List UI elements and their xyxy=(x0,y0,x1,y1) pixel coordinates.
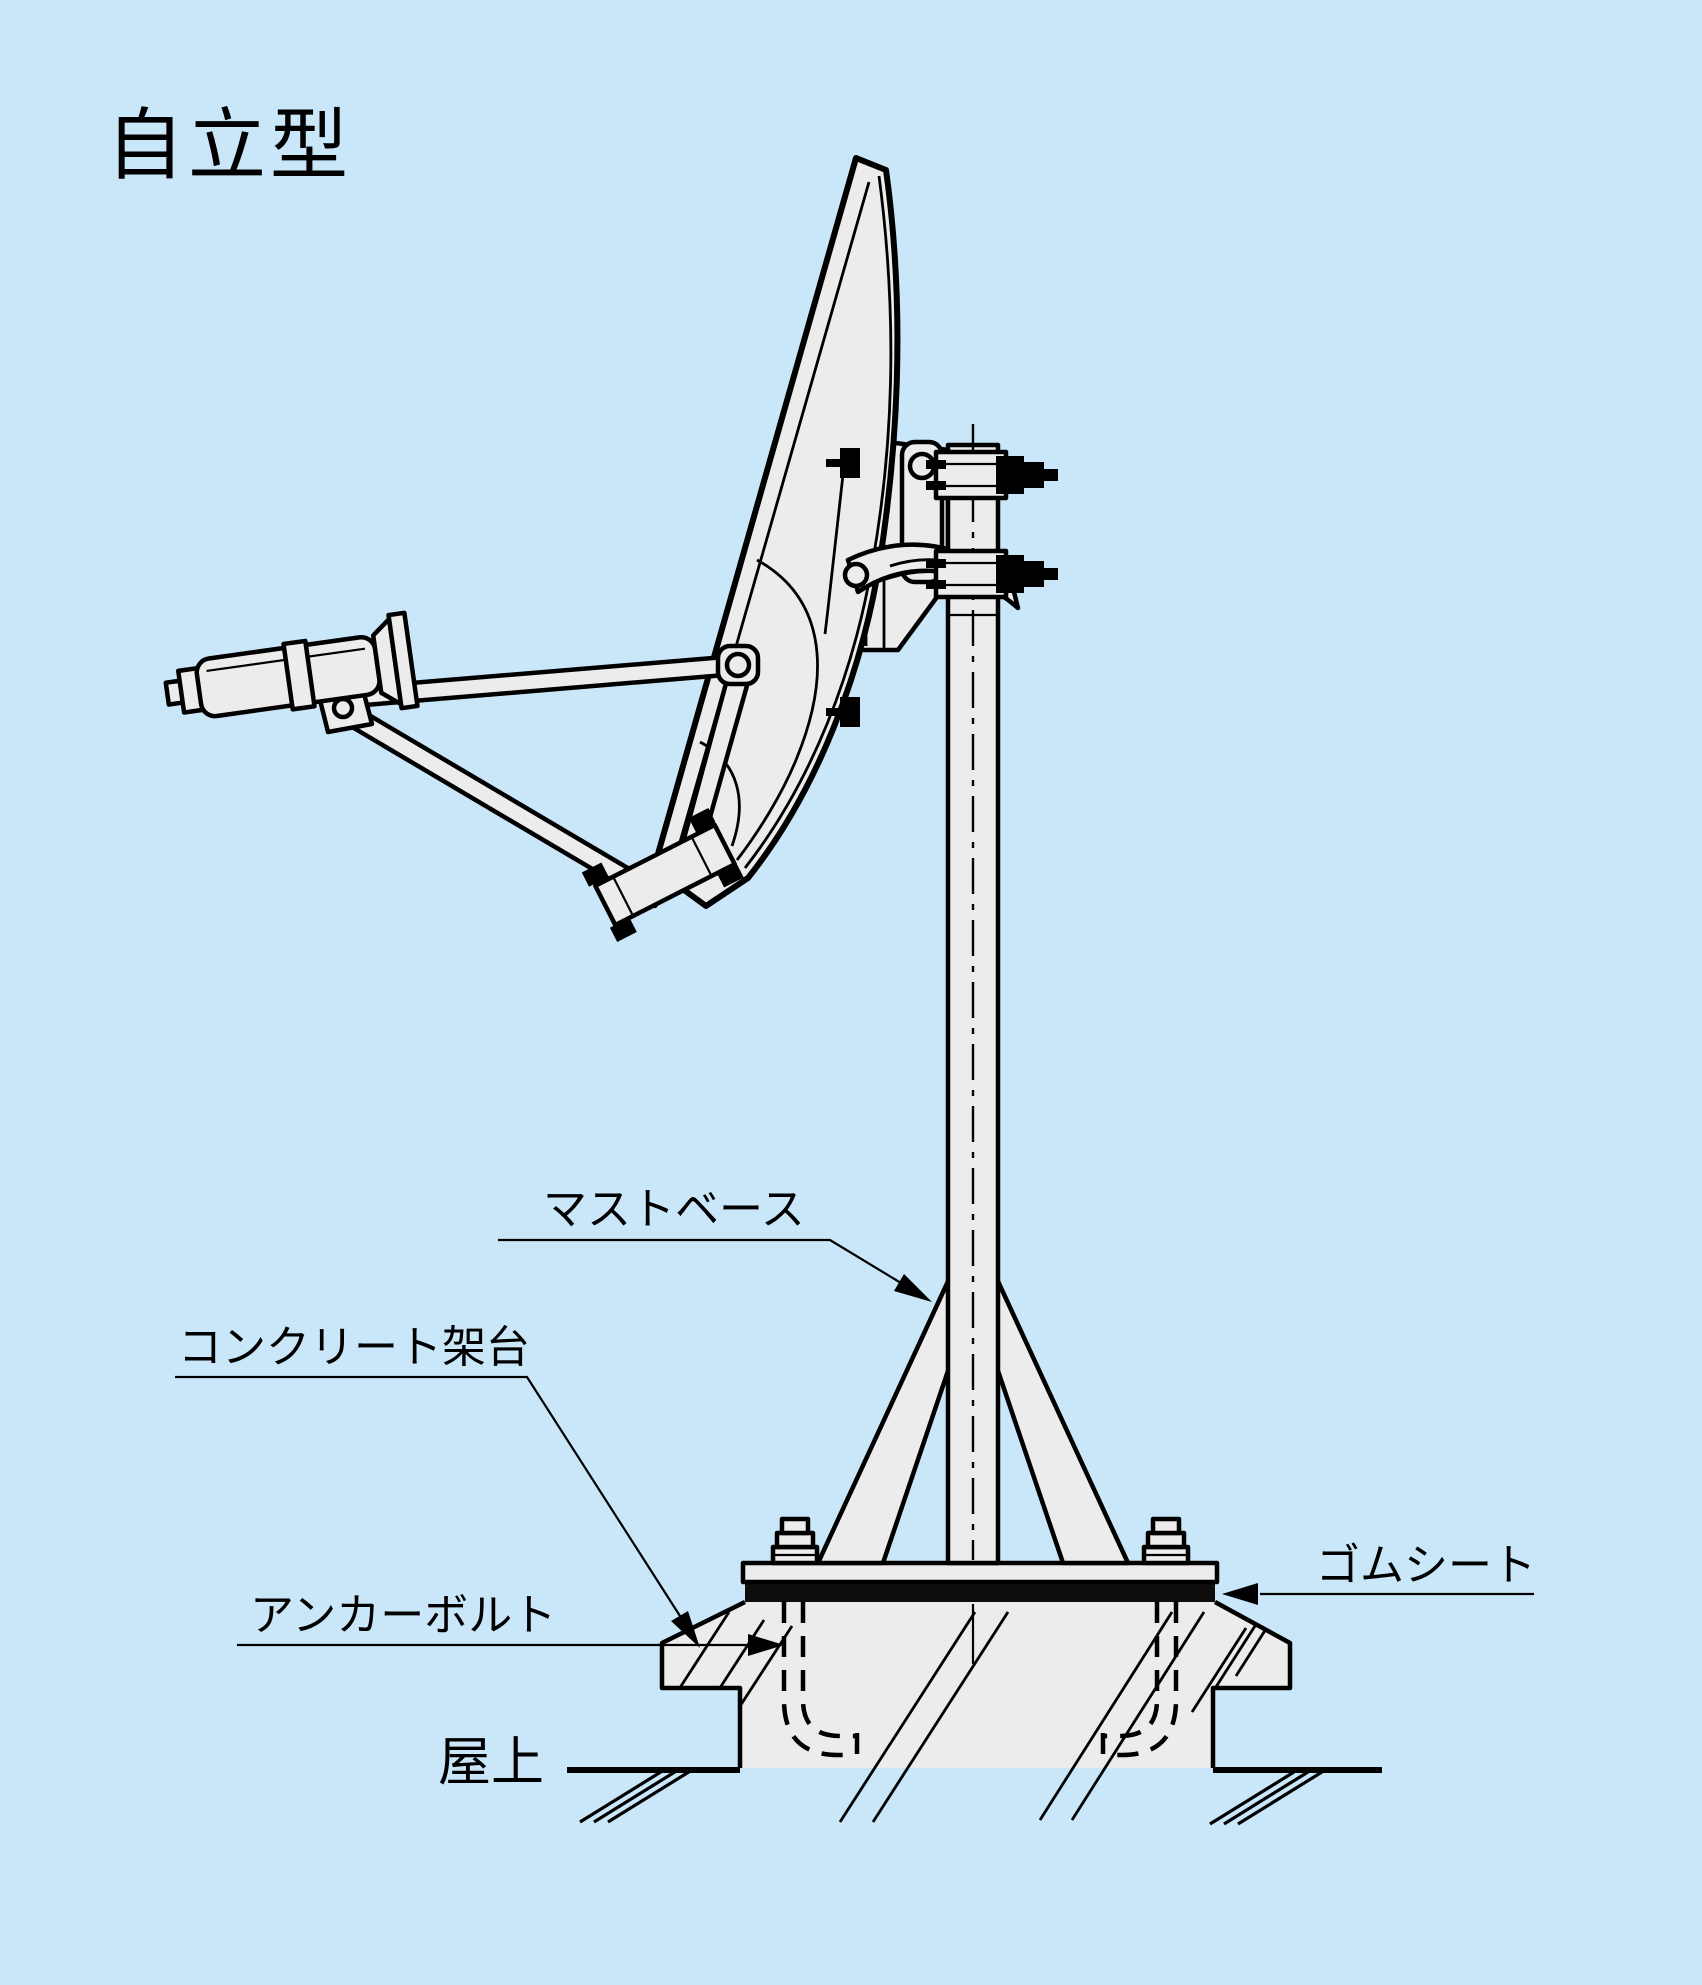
arrowhead-anchor-bolt xyxy=(748,1634,784,1656)
label-rubber-sheet: ゴムシート xyxy=(1316,1541,1536,1590)
label-anchor-bolt: アンカーボルト xyxy=(250,1591,556,1640)
leader-mast-base xyxy=(498,1238,932,1302)
anchor-nut-right xyxy=(1141,1516,1191,1566)
anchor-bolt-left xyxy=(781,1602,860,1758)
base-plate xyxy=(740,1560,1220,1585)
mast-clamp-upper xyxy=(926,449,1058,501)
anchor-bolt-right xyxy=(1100,1602,1179,1758)
label-mast-base: マストベース xyxy=(543,1185,805,1234)
roof-hatch-marks xyxy=(579,1768,1323,1826)
page-title: 自立型 xyxy=(106,101,352,189)
concrete-pedestal xyxy=(659,1599,1293,1823)
arrowhead-rubber-sheet xyxy=(1222,1583,1258,1605)
label-rooftop: 屋上 xyxy=(438,1733,544,1792)
rubber-sheet-shape xyxy=(745,1582,1215,1602)
dish-bottom-clamp xyxy=(581,808,744,942)
leader-anchor-bolt xyxy=(237,1634,784,1656)
concrete-hatch-long xyxy=(838,1611,1206,1823)
label-concrete-base: コンクリート架台 xyxy=(178,1323,530,1372)
arrowhead-concrete-base xyxy=(671,1611,700,1648)
feed-arm-pivot-link xyxy=(715,643,761,687)
arrowhead-mast-base xyxy=(894,1274,932,1302)
dish-bolts xyxy=(826,448,860,727)
leader-concrete-base xyxy=(175,1375,700,1648)
anchor-nut-left xyxy=(770,1516,820,1566)
lnb-feedhorn xyxy=(163,610,420,719)
leader-rubber-sheet xyxy=(1222,1583,1534,1605)
mast-clamp-lower xyxy=(926,548,1058,600)
